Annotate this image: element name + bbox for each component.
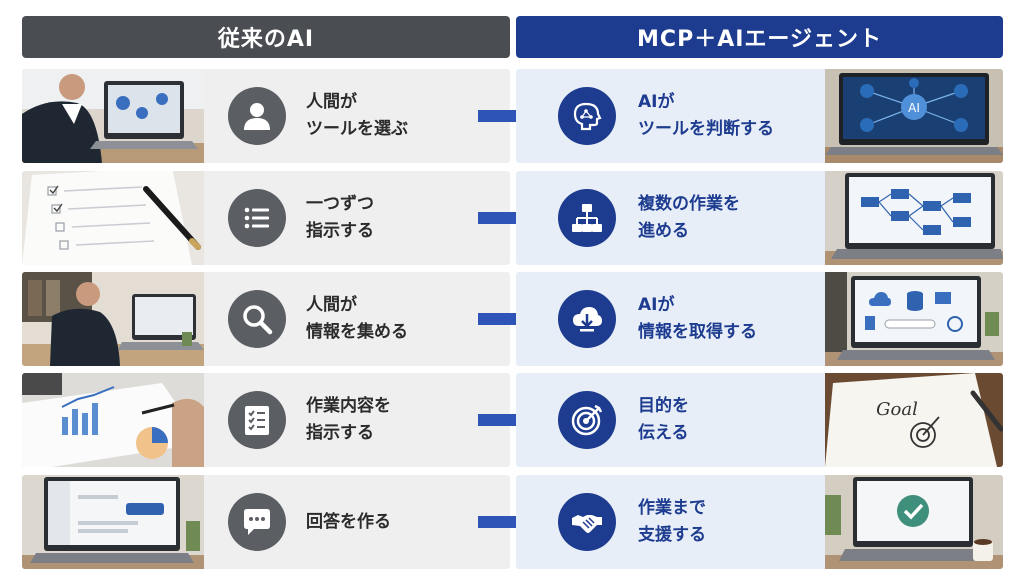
agent-cell: 作業まで支援する [516,475,1003,569]
comparison-row: 人間が情報を集める AIが情報を取得する [22,272,1003,366]
cloud-download-icon [558,290,616,348]
traditional-cell: 作業内容を指示する [22,373,510,467]
traditional-cell: 一つずつ指示する [22,171,510,265]
traditional-label: 人間がツールを選ぶ [306,92,408,139]
traditional-label: 作業内容を指示する [306,396,391,443]
agent-label: AIがツールを判断する [638,92,774,139]
photo-businessman-laptop [22,69,204,163]
agent-cell: AIがツールを判断する AI [516,69,1003,163]
ai-brain-icon [558,87,616,145]
list-icon [228,189,286,247]
flowchart-icon [558,189,616,247]
comparison-row: 人間がツールを選ぶ AIがツールを判断する AI [22,69,1003,163]
target-icon [558,391,616,449]
traditional-cell: 人間が情報を集める [22,272,510,366]
traditional-label: 人間が情報を集める [306,295,408,342]
photo-ai-network-laptop: AI [825,69,1003,163]
traditional-cell: 人間がツールを選ぶ [22,69,510,163]
checklist-icon [228,391,286,449]
right-column-header: MCP＋AIエージェント [516,16,1003,58]
chat-bubble-icon [228,493,286,551]
photo-workflow-laptop [825,171,1003,265]
agent-cell: 複数の作業を進める [516,171,1003,265]
photo-report-charts [22,373,204,467]
agent-label: 複数の作業を進める [638,194,740,241]
photo-goal-notebook: Goal [825,373,1003,467]
traditional-cell: 回答を作る [22,475,510,569]
photo-check-laptop [825,475,1003,569]
agent-label: 目的を伝える [638,396,689,443]
svg-text:Goal: Goal [876,399,918,420]
traditional-label: 一つずつ指示する [306,194,374,241]
agent-label: AIが情報を取得する [638,295,757,342]
comparison-row: 回答を作る 作業まで支援する [22,475,1003,569]
agent-label: 作業まで支援する [638,498,706,545]
person-icon [228,87,286,145]
photo-data-sources-laptop [825,272,1003,366]
left-column-header: 従来のAI [22,16,510,58]
photo-businessman-desk [22,272,204,366]
comparison-row: 作業内容を指示する 目的を伝える Goal [22,373,1003,467]
traditional-label: 回答を作る [306,511,391,532]
photo-chat-laptop [22,475,204,569]
agent-cell: 目的を伝える Goal [516,373,1003,467]
search-icon [228,290,286,348]
svg-text:AI: AI [908,101,920,115]
photo-checklist-pen [22,171,204,265]
agent-cell: AIが情報を取得する [516,272,1003,366]
handshake-icon [558,493,616,551]
comparison-row: 一つずつ指示する 複数の作業を進める [22,171,1003,265]
